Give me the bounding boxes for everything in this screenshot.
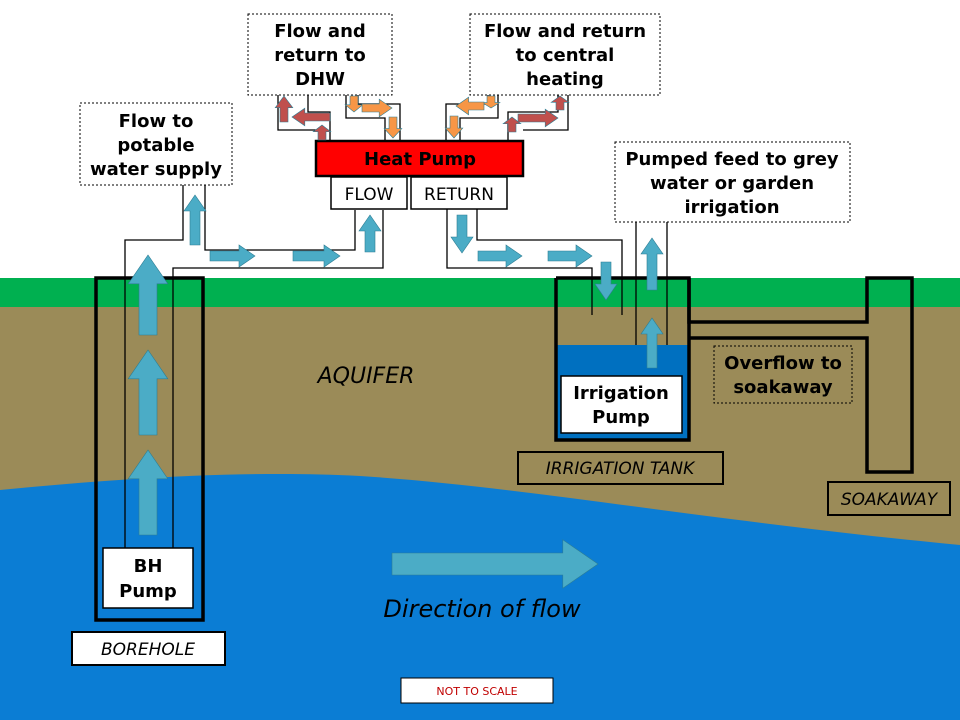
grey-water-label: Pumped feed to grey	[625, 149, 839, 170]
grey-water-box	[614, 141, 851, 223]
bh-pump-label: Pump	[119, 581, 177, 602]
flow-port	[330, 176, 408, 210]
flow-arrow	[209, 244, 256, 268]
flow-arrow	[640, 237, 664, 291]
central-heating-label: Flow and return	[484, 21, 646, 42]
heat-pump-label: Heat Pump	[364, 149, 476, 170]
flow-pipe	[204, 185, 356, 251]
grey-water-label: irrigation	[684, 197, 779, 218]
bh-pump-label: BH	[134, 556, 163, 577]
flow-arrow	[517, 108, 559, 128]
flow-arrow	[444, 115, 464, 139]
overflow-label: soakaway	[733, 377, 833, 398]
grey-water-label: water or garden	[650, 173, 814, 194]
overflow-label: Overflow to	[724, 353, 842, 374]
irrigation-pump-label: Pump	[592, 407, 650, 428]
return-label: RETURN	[424, 185, 494, 205]
flow-arrow	[477, 244, 523, 268]
irrigation-pump-box	[560, 375, 683, 434]
borehole-pipe-outer	[124, 185, 184, 548]
dhw-label: Flow and	[274, 21, 366, 42]
borehole-pipe-inner	[172, 210, 384, 548]
flow-arrow	[312, 124, 332, 141]
flow-arrow	[127, 349, 169, 436]
return-pipe-outer	[446, 209, 593, 315]
not-to-scale-label: NOT TO SCALE	[436, 685, 517, 698]
soakaway-label-box	[827, 481, 951, 516]
flow-arrow	[481, 95, 501, 109]
flow-arrows	[127, 95, 664, 589]
central-heating-label: to central	[516, 45, 615, 66]
overflow-box	[713, 345, 853, 404]
potable-label: Flow to	[119, 111, 194, 132]
flow-arrow	[450, 214, 474, 254]
flow-arrow	[127, 254, 169, 336]
aquifer-label: AQUIFER	[316, 364, 415, 389]
flow-arrow	[183, 194, 207, 246]
return-port	[410, 176, 508, 210]
potable-label: water supply	[90, 159, 222, 180]
flow-arrow	[455, 96, 485, 116]
flow-arrow	[502, 116, 522, 133]
flow-arrow	[640, 317, 664, 369]
aquifer-water	[0, 473, 960, 720]
irrigation-tank-label: IRRIGATION TANK	[546, 459, 696, 479]
central-heating-label: heating	[526, 69, 604, 90]
flow-arrow	[547, 244, 593, 268]
irrigation-tank-label-box	[517, 451, 724, 485]
flow-arrow	[594, 261, 618, 301]
irrigation-tank	[554, 276, 691, 442]
flow-label: FLOW	[345, 185, 394, 205]
flow-arrow	[383, 116, 403, 139]
dhw-label: DHW	[295, 69, 345, 90]
overflow-pipe-soakaway	[687, 276, 914, 474]
not-to-scale-box	[400, 677, 554, 704]
bh-pump-box	[102, 547, 194, 609]
direction-of-flow-label: Direction of flow	[383, 595, 581, 623]
potable-supply-box	[79, 102, 233, 186]
flow-arrow	[391, 539, 599, 589]
central-heating-box	[469, 13, 661, 96]
irrigation-pump-label: Irrigation	[573, 383, 669, 404]
borehole-label: BOREHOLE	[101, 640, 195, 660]
borehole-label-box	[71, 631, 226, 666]
flow-arrow	[344, 95, 364, 113]
flow-arrow	[127, 449, 169, 536]
potable-label: potable	[117, 135, 194, 156]
flow-arrow	[291, 107, 331, 127]
flow-arrow	[361, 98, 393, 118]
flow-arrow	[292, 244, 341, 268]
soakaway-label: SOAKAWAY	[841, 490, 939, 510]
heat-pump	[314, 139, 525, 178]
flow-arrow	[274, 95, 294, 123]
flow-arrow	[550, 95, 570, 111]
flow-arrow	[358, 214, 382, 253]
ch-pipe	[523, 95, 569, 131]
dhw-pipe	[307, 95, 331, 141]
dhw-box	[247, 13, 393, 96]
dhw-label: return to	[274, 45, 365, 66]
